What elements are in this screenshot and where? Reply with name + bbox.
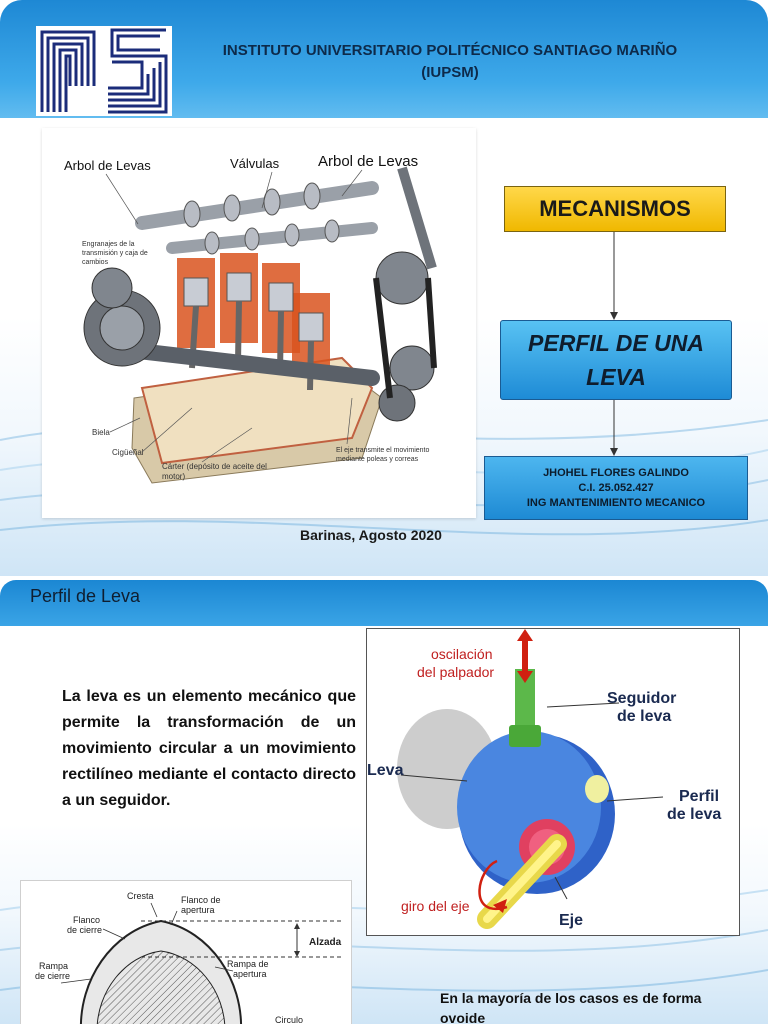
label-rampa-cierre-1: Rampa bbox=[39, 961, 68, 971]
label-arbol-levas-1: Arbol de Levas bbox=[64, 158, 151, 173]
connector-arrows bbox=[610, 231, 618, 456]
author-ci: C.I. 25.052.427 bbox=[578, 481, 654, 494]
author-career: ING MANTENIMIENTO MECANICO bbox=[526, 496, 706, 509]
concept-map: MECANISMOS PERFIL DE UNA LEVA JHOHEL FLO… bbox=[484, 180, 764, 530]
cam-diagram: oscilación del palpador Seguidor de leva… bbox=[366, 628, 740, 936]
label-circulo: Circulo bbox=[275, 1015, 303, 1024]
label-arbol-levas-2: Arbol de Levas bbox=[318, 153, 418, 170]
cam-profile-diagram: Cresta Flanco de apertura Flanco de cier… bbox=[20, 880, 352, 1024]
label-perfil-2: de leva bbox=[667, 806, 721, 823]
box-mecanismos: MECANISMOS bbox=[504, 186, 726, 232]
label-biela: Biela bbox=[92, 428, 110, 437]
label-leva: Leva bbox=[367, 762, 404, 779]
date-location: Barinas, Agosto 2020 bbox=[300, 527, 442, 543]
label-eje-transmite: El eje transmite el movimiento mediante … bbox=[336, 447, 430, 463]
title-band bbox=[0, 580, 768, 626]
label-seguidor-1: Seguidor bbox=[607, 690, 676, 707]
label-engranajes: Engranajes de la transmisión y caja de c… bbox=[82, 241, 148, 266]
label-perfil-1: Perfil bbox=[679, 788, 719, 805]
label-giro-eje: giro del eje bbox=[401, 898, 470, 914]
label-carter: Cárter (depósito de aceite del motor) bbox=[162, 462, 267, 481]
label-oscilacion-1: oscilación bbox=[431, 646, 492, 662]
author-name: JHOHEL FLORES GALINDO bbox=[543, 466, 689, 479]
footer-note: En la mayoría de los casos es de forma o… bbox=[440, 990, 702, 1024]
label-rampa-cierre-2: de cierre bbox=[35, 971, 70, 981]
engine-illustration: Arbol de Levas Válvulas Arbol de Levas E… bbox=[42, 128, 476, 518]
box-author: JHOHEL FLORES GALINDO C.I. 25.052.427 IN… bbox=[484, 456, 748, 520]
label-ciguenal: Cigüeñal bbox=[112, 448, 144, 457]
institute-name: INSTITUTO UNIVERSITARIO POLITÉCNICO SANT… bbox=[222, 42, 678, 81]
label-cresta: Cresta bbox=[127, 891, 154, 901]
definition-paragraph: La leva es un elemento mecánico que perm… bbox=[62, 688, 356, 809]
label-seguidor-2: de leva bbox=[617, 708, 671, 725]
slide-title: Perfil de Leva bbox=[30, 586, 141, 606]
label-rampa-apertura-2: apertura bbox=[233, 969, 267, 979]
label-flanco-apertura-2: apertura bbox=[181, 905, 215, 915]
label-valvulas: Válvulas bbox=[230, 156, 280, 171]
label-eje: Eje bbox=[559, 912, 583, 929]
box-perfil-leva: PERFIL DE UNA LEVA bbox=[500, 320, 732, 400]
label-flanco-apertura-1: Flanco de bbox=[181, 895, 221, 905]
slide-perfil-leva: Perfil de Leva La leva es un elemento me… bbox=[0, 580, 768, 1024]
label-oscilacion-2: del palpador bbox=[417, 664, 494, 680]
label-alzada: Alzada bbox=[309, 937, 342, 948]
label-flanco-cierre-2: de cierre bbox=[67, 925, 102, 935]
label-rampa-apertura-1: Rampa de bbox=[227, 959, 269, 969]
iupsm-logo bbox=[36, 26, 172, 116]
label-flanco-cierre-1: Flanco bbox=[73, 915, 100, 925]
slide-cover: INSTITUTO UNIVERSITARIO POLITÉCNICO SANT… bbox=[0, 0, 768, 576]
